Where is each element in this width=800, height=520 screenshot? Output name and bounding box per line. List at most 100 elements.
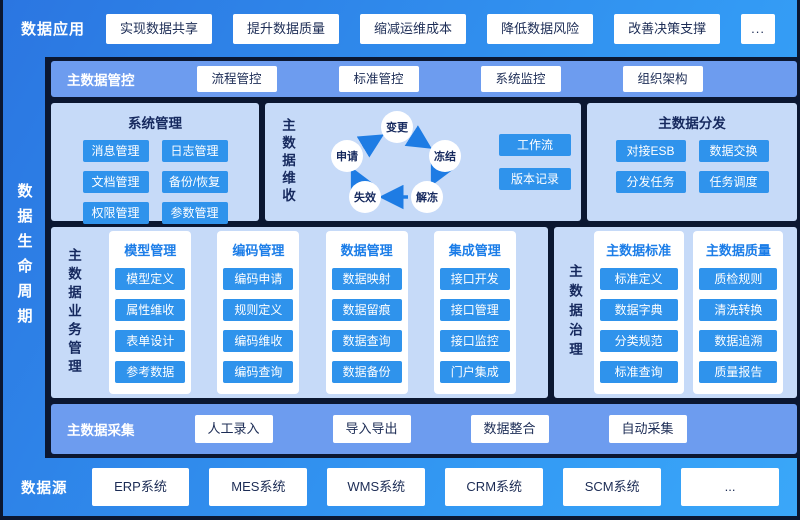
- feature-chip: 清洗转换: [699, 299, 778, 321]
- data-applications-label: 数据应用: [21, 21, 86, 38]
- cycle-node: [411, 181, 443, 213]
- cycle-node-label: 申请: [336, 149, 358, 163]
- control-chip: 系统监控: [480, 66, 561, 92]
- app-more-chip: ...: [741, 13, 775, 44]
- system-chip: 文档管理: [82, 171, 149, 193]
- coding-management-card: 编码管理 编码申请 规则定义 编码维收 编码查询: [217, 231, 300, 394]
- distribution-title: 主数据分发: [658, 116, 726, 131]
- group-title: 模型管理: [124, 243, 177, 258]
- cycle-node-label: 变更: [386, 120, 409, 134]
- standards-card: 主数据标准 标准定义 数据字典 分类规范 标准查询: [593, 231, 684, 394]
- business-management-label: 主数据业务管理: [66, 247, 81, 378]
- system-chip: 日志管理: [161, 140, 228, 162]
- data-applications-row: 数据应用 实现数据共享 提升数据质量 缩减运维成本 降低数据风险 改善决策支撑 …: [3, 0, 797, 57]
- collection-chip: 人工录入: [194, 415, 273, 443]
- cycle-node: [331, 140, 363, 172]
- control-chip: 标准管控: [338, 66, 419, 92]
- lifecycle-cycle-diagram: 变更 冻结 解冻 失效 申请: [331, 111, 461, 213]
- governance-label: 主数据治理: [567, 263, 583, 362]
- cycle-arrow: [430, 158, 453, 187]
- feature-chip: 标准查询: [599, 361, 678, 383]
- data-sources-row: 数据源 ERP系统 MES系统 WMS系统 CRM系统 SCM系统 ...: [3, 458, 797, 516]
- distribution-chip: 任务调度: [698, 171, 769, 193]
- feature-chip: 数据字典: [599, 299, 678, 321]
- feature-chip: 编码查询: [223, 361, 294, 383]
- distribution-grid: 对接ESB 数据交换 分发任务 任务调度: [615, 140, 769, 193]
- feature-chip: 数据备份: [331, 361, 402, 383]
- group-title: 主数据质量: [705, 243, 771, 258]
- group-title: 数据管理: [340, 243, 393, 258]
- feature-chip: 编码申请: [223, 268, 294, 290]
- distribution-chip: 分发任务: [615, 171, 686, 193]
- system-management-grid: 消息管理 日志管理 文档管理 备份/恢复 权限管理 参数管理: [82, 140, 228, 224]
- feature-chip: 数据留痕: [331, 299, 402, 321]
- distribution-chip: 对接ESB: [615, 140, 686, 162]
- feature-chip: 数据映射: [331, 268, 402, 290]
- cycle-node: [349, 181, 381, 213]
- integration-management-card: 集成管理 接口开发 接口管理 接口监控 门户集成: [433, 231, 516, 394]
- group-title: 编码管理: [232, 243, 285, 258]
- quality-card: 主数据质量 质检规则 清洗转换 数据追溯 质量报告: [693, 231, 784, 394]
- feature-chip: 门户集成: [439, 361, 510, 383]
- system-chip: 参数管理: [161, 202, 228, 224]
- master-data-control-label: 主数据管控: [67, 73, 135, 88]
- maintain-label: 主数据维收: [280, 118, 295, 206]
- system-chip: 权限管理: [82, 202, 149, 224]
- source-system-chip: CRM系统: [445, 468, 544, 506]
- app-benefit-chip: 实现数据共享: [106, 13, 213, 44]
- master-data-control-band: 主数据管控 流程管控 标准管控 系统监控 组织架构: [51, 61, 798, 97]
- system-chip: 备份/恢复: [161, 171, 228, 193]
- master-data-maintain-card: 主数据维收: [265, 103, 582, 221]
- maintain-chip: 工作流: [499, 134, 572, 156]
- platform-row: 系统管理 消息管理 日志管理 文档管理 备份/恢复 权限管理 参数管理 主数据维…: [51, 103, 798, 224]
- feature-chip: 接口监控: [439, 330, 510, 352]
- app-benefit-chip: 降低数据风险: [487, 13, 594, 44]
- cycle-node-label: 解冻: [416, 190, 438, 204]
- master-data-collection-band: 主数据采集 人工录入 导入导出 数据整合 自动采集: [51, 404, 798, 454]
- feature-chip: 数据查询: [331, 330, 402, 352]
- feature-chip: 接口开发: [439, 268, 510, 290]
- collection-chip: 数据整合: [470, 415, 549, 443]
- cycle-node-label: 失效: [354, 190, 377, 204]
- feature-chip: 属性维收: [115, 299, 186, 321]
- cycle-arrow: [404, 125, 432, 149]
- feature-chip: 参考数据: [115, 361, 186, 383]
- business-management-panel: 主数据业务管理 模型管理 模型定义 属性维收 表单设计 参考数据 编码管理 编码…: [51, 227, 549, 398]
- feature-chip: 接口管理: [439, 299, 510, 321]
- maintain-chip: 版本记录: [499, 168, 572, 190]
- feature-chip: 规则定义: [223, 299, 294, 321]
- cycle-node: [429, 140, 461, 172]
- app-benefit-chip: 缩减运维成本: [360, 13, 467, 44]
- mdm-canvas: 主数据管控 流程管控 标准管控 系统监控 组织架构 系统管理 消息管理 日志管理…: [45, 57, 800, 458]
- system-management-card: 系统管理 消息管理 日志管理 文档管理 备份/恢复 权限管理 参数管理: [51, 103, 259, 224]
- feature-chip: 分类规范: [599, 330, 678, 352]
- cycle-arrow: [356, 134, 385, 158]
- cycle-node-label: 冻结: [434, 149, 456, 163]
- model-management-card: 模型管理 模型定义 属性维收 表单设计 参考数据: [109, 231, 192, 394]
- collection-chip: 自动采集: [608, 415, 687, 443]
- business-governance-row: 主数据业务管理 模型管理 模型定义 属性维收 表单设计 参考数据 编码管理 编码…: [51, 227, 798, 398]
- source-system-chip: SCM系统: [563, 468, 662, 506]
- app-benefit-chip: 提升数据质量: [233, 13, 340, 44]
- feature-chip: 编码维收: [223, 330, 294, 352]
- maintain-feature-chips: 工作流 版本记录: [499, 134, 572, 190]
- left-axis: 数据生命周期: [3, 57, 45, 458]
- feature-chip: 标准定义: [599, 268, 678, 290]
- cycle-arrow: [350, 166, 373, 195]
- master-data-distribution-card: 主数据分发 对接ESB 数据交换 分发任务 任务调度: [587, 103, 798, 221]
- data-lifecycle-label: 数据生命周期: [15, 182, 33, 333]
- distribution-chip: 数据交换: [698, 140, 769, 162]
- app-benefit-chip: 改善决策支撑: [614, 13, 721, 44]
- source-more-chip: ...: [681, 468, 780, 506]
- source-system-chip: WMS系统: [327, 468, 426, 506]
- source-system-chip: ERP系统: [91, 468, 190, 506]
- feature-chip: 数据追溯: [699, 330, 778, 352]
- collection-label: 主数据采集: [67, 423, 135, 438]
- control-chip: 流程管控: [196, 66, 277, 92]
- middle-zone: 数据生命周期 主数据管控 流程管控 标准管控 系统监控 组织架构 系统管理 消息…: [3, 57, 800, 458]
- feature-chip: 质检规则: [699, 268, 778, 290]
- system-chip: 消息管理: [82, 140, 149, 162]
- system-management-title: 系统管理: [128, 116, 182, 131]
- cycle-node: [381, 111, 413, 143]
